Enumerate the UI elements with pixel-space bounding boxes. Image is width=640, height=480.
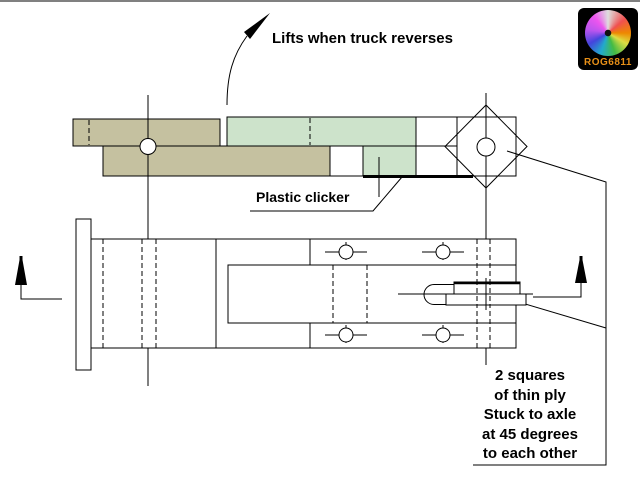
- lift-arrow-curve: [226, 35, 248, 106]
- lift-direction-arrow-right: [533, 256, 587, 298]
- arrow-reference-line: [533, 283, 582, 298]
- arrow-reference-line: [20, 285, 62, 300]
- ply-note-leader-line: [473, 150, 607, 466]
- chassis-flange: [75, 218, 92, 371]
- lifts-note-label: Lifts when truck reverses: [272, 30, 453, 47]
- hole-marker-top-right: [422, 242, 464, 262]
- ply-note-label: 2 squares of thin ply Stuck to axle at 4…: [482, 367, 578, 462]
- fixed-wood-lower-bar: [102, 145, 331, 177]
- logo-text: ROG6811: [584, 57, 632, 68]
- marker-circle: [338, 244, 354, 260]
- up-arrow-icon: [575, 256, 587, 283]
- plastic-clicker-label: Plastic clicker: [256, 189, 350, 205]
- marker-circle: [435, 327, 451, 343]
- axle-spacer-lower: [415, 145, 458, 177]
- lower-gap-block: [329, 145, 364, 177]
- color-wheel-icon: [585, 10, 631, 56]
- rog6811-logo: ROG6811: [578, 8, 638, 70]
- marker-circle: [338, 327, 354, 343]
- lift-arrowhead-icon: [244, 13, 270, 39]
- hole-marker-bottom-right: [422, 325, 464, 345]
- marker-circle: [435, 244, 451, 260]
- up-arrow-icon: [15, 256, 27, 285]
- hole-marker-top-left: [325, 242, 367, 262]
- axle-hole: [476, 137, 496, 157]
- lifting-arm-upper: [226, 116, 417, 147]
- axle-spacer-upper: [415, 116, 458, 147]
- ply-square-rotated-45: [444, 104, 528, 189]
- hole-marker-bottom-left: [325, 325, 367, 345]
- lifting-arm-lower: [362, 145, 417, 177]
- clicker-leader-line: [250, 176, 403, 212]
- pivot-hole: [139, 138, 157, 155]
- lift-direction-arrow-left: [15, 256, 62, 300]
